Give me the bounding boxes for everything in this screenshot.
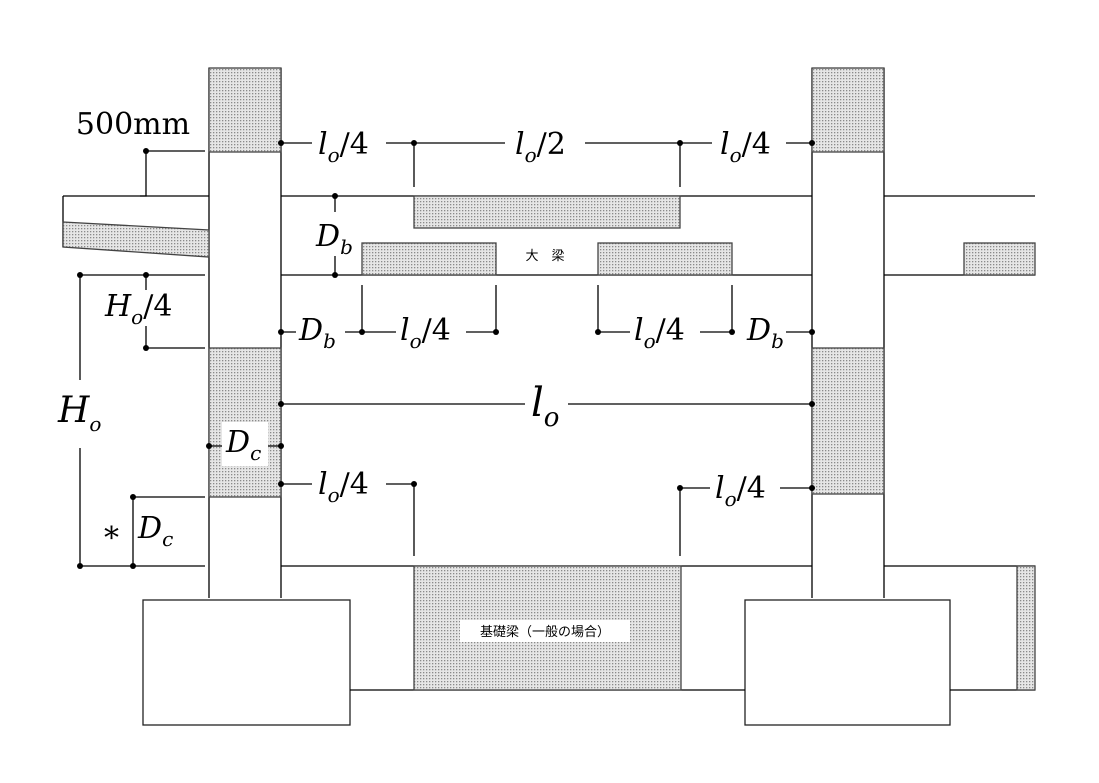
- bottom-left-quarter-span: lo/4: [318, 467, 369, 507]
- top-left-quarter-span: lo/4: [318, 127, 369, 167]
- mid-right-quarter-span: lo/4: [634, 313, 685, 353]
- girder-label: 大 梁: [525, 249, 564, 264]
- mid-left-quarter-span: lo/4: [400, 313, 451, 353]
- beam-depth-left: Db: [298, 313, 336, 353]
- left-footing: [142, 599, 351, 726]
- foundation-beam: [281, 565, 1036, 691]
- bottom-right-quarter-span: lo/4: [715, 471, 766, 511]
- girder: [281, 195, 1036, 276]
- beam-depth-vertical: Db: [315, 219, 353, 259]
- right-column: [811, 67, 885, 598]
- quarter-height-label: Ho/4: [104, 289, 172, 329]
- foundation-beam-label: 基礎梁（一般の場合）: [480, 624, 610, 640]
- asterisk-mark: *: [104, 521, 119, 556]
- cantilever: [62, 195, 210, 258]
- top-right-quarter-span: lo/4: [720, 127, 771, 167]
- dimension-dots: [77, 140, 815, 569]
- clear-height-label: Ho: [57, 390, 101, 436]
- left-column: [208, 67, 282, 598]
- top-half-span: lo/2: [515, 127, 566, 167]
- dimension-lines: [79, 142, 812, 567]
- offset-500mm-label: 500mm: [76, 107, 190, 142]
- beam-depth-right: Db: [746, 313, 784, 353]
- right-footing: [744, 599, 951, 726]
- column-depth-foundation-label: Dc: [137, 511, 173, 551]
- column-depth-label: Dc: [225, 425, 261, 465]
- clear-span-label: lo: [531, 380, 559, 433]
